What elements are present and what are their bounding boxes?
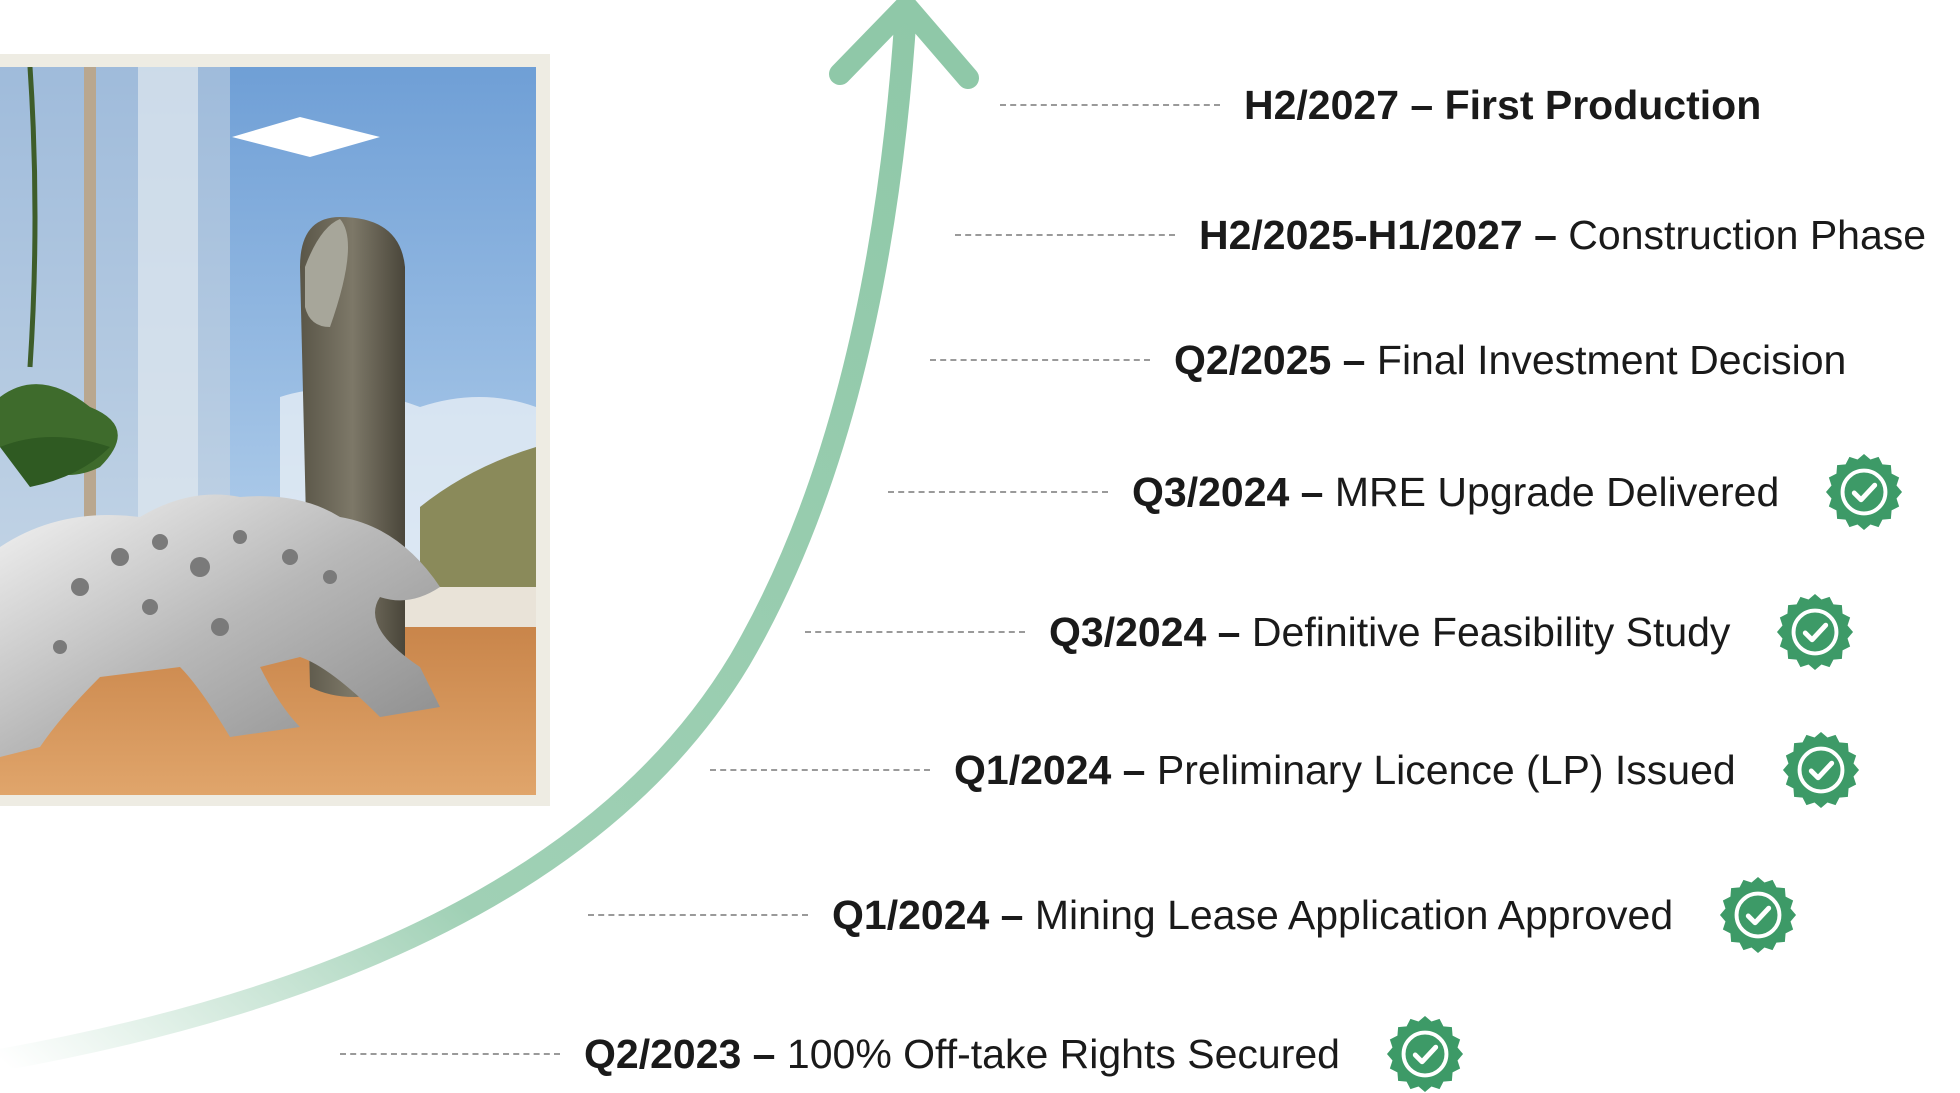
milestone-final-investment-decision: Q2/2025 – Final Investment Decision <box>930 330 1846 390</box>
milestone-date: Q3/2024 – <box>1132 468 1324 515</box>
milestone-offtake-rights: Q2/2023 – 100% Off-take Rights Secured <box>340 1015 1464 1093</box>
milestone-construction-phase: H2/2025-H1/2027 – Construction Phase <box>955 205 1926 265</box>
milestone-label: Q1/2024 – Mining Lease Application Appro… <box>832 891 1674 938</box>
check-badge-icon <box>1776 593 1854 671</box>
milestone-date: Q1/2024 – <box>832 891 1024 938</box>
milestone-label: Q3/2024 – Definitive Feasibility Study <box>1049 608 1731 655</box>
milestone-label: Q2/2025 – Final Investment Decision <box>1174 336 1847 383</box>
milestone-description: Construction Phase <box>1568 211 1927 258</box>
milestone-date: Q2/2023 – <box>584 1030 776 1077</box>
milestone-label: Q3/2024 – MRE Upgrade Delivered <box>1132 468 1780 515</box>
milestone-description: MRE Upgrade Delivered <box>1334 468 1780 515</box>
milestone-date: H2/2025-H1/2027 – <box>1199 211 1557 258</box>
milestone-preliminary-licence: Q1/2024 – Preliminary Licence (LP) Issue… <box>710 731 1860 809</box>
milestone-label: Q1/2024 – Preliminary Licence (LP) Issue… <box>954 746 1736 793</box>
jaguar-sculpture-photo <box>0 67 536 795</box>
milestone-description: Definitive Feasibility Study <box>1251 608 1731 655</box>
connector-dash <box>955 234 1175 236</box>
connector-dash <box>588 914 808 916</box>
milestone-description: First Production <box>1444 81 1762 128</box>
milestone-description: 100% Off-take Rights Secured <box>786 1030 1340 1077</box>
milestone-label: H2/2025-H1/2027 – Construction Phase <box>1199 211 1927 258</box>
photo-frame <box>0 54 550 806</box>
milestone-date: Q1/2024 – <box>954 746 1146 793</box>
milestone-description: Final Investment Decision <box>1376 336 1847 383</box>
milestone-description: Mining Lease Application Approved <box>1034 891 1674 938</box>
check-badge-icon <box>1825 453 1903 531</box>
milestone-date: Q3/2024 – <box>1049 608 1241 655</box>
arrow-head <box>829 0 979 89</box>
milestone-definitive-feasibility-study: Q3/2024 – Definitive Feasibility Study <box>805 593 1854 671</box>
connector-dash <box>888 491 1108 493</box>
connector-dash <box>710 769 930 771</box>
milestone-mre-upgrade: Q3/2024 – MRE Upgrade Delivered <box>888 453 1903 531</box>
milestone-date: H2/2027 – <box>1244 81 1434 128</box>
milestone-mining-lease-approved: Q1/2024 – Mining Lease Application Appro… <box>588 876 1797 954</box>
milestone-first-production: H2/2027 – First Production <box>1000 75 1761 135</box>
check-badge-icon <box>1386 1015 1464 1093</box>
connector-dash <box>930 359 1150 361</box>
milestone-label: Q2/2023 – 100% Off-take Rights Secured <box>584 1030 1340 1077</box>
connector-dash <box>1000 104 1220 106</box>
milestone-label: H2/2027 – First Production <box>1244 81 1762 128</box>
milestone-date: Q2/2025 – <box>1174 336 1366 383</box>
connector-dash <box>340 1053 560 1055</box>
connector-dash <box>805 631 1025 633</box>
milestone-description: Preliminary Licence (LP) Issued <box>1156 746 1736 793</box>
check-badge-icon <box>1782 731 1860 809</box>
check-badge-icon <box>1719 876 1797 954</box>
